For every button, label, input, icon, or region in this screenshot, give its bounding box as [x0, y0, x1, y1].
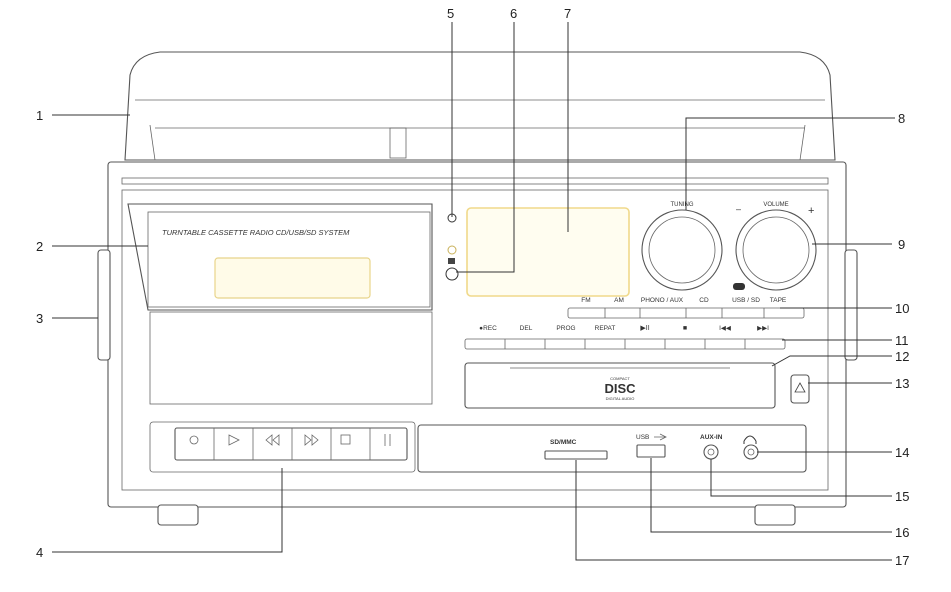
- aux-label: AUX-IN: [700, 434, 723, 441]
- callout-2: 2: [36, 239, 43, 254]
- callout-14: 14: [895, 445, 909, 460]
- fn-btn-del[interactable]: DEL: [520, 325, 533, 332]
- eject-icon[interactable]: [790, 374, 810, 404]
- source-buttons: FM AM PHONO / AUX CD USB / SD TAPE: [567, 297, 805, 319]
- cassette-window: [214, 257, 371, 299]
- volume-plus: +: [808, 205, 814, 217]
- fn-btn-next[interactable]: ▶▶I: [757, 325, 769, 332]
- callout-9: 9: [898, 237, 905, 252]
- fn-btn-stop[interactable]: ■: [683, 325, 687, 332]
- fn-btn-play-pause[interactable]: ▶II: [640, 325, 649, 332]
- sd-slot[interactable]: [544, 450, 608, 460]
- headphone-jack[interactable]: [445, 267, 459, 281]
- usb-symbol-icon: [654, 433, 667, 441]
- callout-8: 8: [898, 111, 905, 126]
- standby-led: [447, 245, 457, 255]
- tape-control-icons[interactable]: [149, 421, 416, 473]
- cd-logo-bottom: DIGITAL AUDIO: [606, 396, 635, 401]
- source-btn-cd[interactable]: CD: [699, 297, 709, 304]
- cd-logo-top: COMPACT: [610, 376, 630, 381]
- volume-minus: –: [736, 204, 741, 214]
- sd-slot-label: SD/MMC: [550, 439, 577, 446]
- headphone-output-jack[interactable]: [743, 444, 759, 460]
- display-window: [466, 207, 630, 297]
- callout-7: 7: [564, 6, 571, 21]
- headphone-icon: [743, 435, 757, 444]
- callout-12: 12: [895, 349, 909, 364]
- connector-panel: SD/MMC USB AUX-IN: [417, 424, 807, 473]
- volume-label: VOLUME: [763, 202, 788, 208]
- callout-11: 11: [895, 333, 909, 348]
- fn-btn-prog[interactable]: PROG: [556, 325, 575, 332]
- source-btn-am[interactable]: AM: [614, 297, 624, 304]
- fn-btn-rec[interactable]: ●REC: [479, 325, 497, 332]
- callout-4: 4: [36, 545, 43, 560]
- usb-label: USB: [636, 434, 649, 441]
- cassette-title: TURNTABLE CASSETTE RADIO CD/USB/SD SYSTE…: [162, 228, 350, 237]
- callout-numbers: 1 2 3 4 5 6 7 8 9 10 11 12 13 14 15 16 1…: [36, 6, 909, 568]
- remote-icon: [733, 283, 745, 290]
- callout-3: 3: [36, 311, 43, 326]
- source-btn-tape[interactable]: TAPE: [770, 297, 787, 304]
- leader-lines: [52, 22, 895, 561]
- fn-btn-repat[interactable]: REPAT: [595, 325, 616, 332]
- cd-drawer[interactable]: COMPACT DISC DIGITAL AUDIO: [464, 362, 776, 409]
- fn-btn-prev[interactable]: I◀◀: [719, 325, 732, 332]
- callout-10: 10: [895, 301, 909, 316]
- remote-sensor-icon: [448, 258, 455, 264]
- aux-jack[interactable]: [703, 444, 719, 460]
- source-btn-usb-sd[interactable]: USB / SD: [732, 297, 760, 304]
- volume-knob[interactable]: VOLUME – +: [735, 202, 817, 291]
- usb-port[interactable]: [636, 444, 666, 458]
- callout-16: 16: [895, 525, 909, 540]
- callout-1: 1: [36, 108, 43, 123]
- callout-13: 13: [895, 376, 909, 391]
- tuning-label: TUNING: [671, 202, 694, 208]
- callout-5: 5: [447, 6, 454, 21]
- cassette-deck: TURNTABLE CASSETTE RADIO CD/USB/SD SYSTE…: [127, 203, 433, 405]
- source-btn-fm[interactable]: FM: [581, 297, 590, 304]
- callout-6: 6: [510, 6, 517, 21]
- tuning-knob[interactable]: TUNING: [641, 202, 723, 291]
- turntable-lid: [124, 51, 836, 161]
- function-buttons: ●REC DEL PROG REPAT ▶II ■ I◀◀ ▶▶I: [464, 325, 786, 350]
- cd-logo-main: DISC: [604, 381, 636, 396]
- source-btn-phono-aux[interactable]: PHONO / AUX: [641, 297, 684, 304]
- callout-15: 15: [895, 489, 909, 504]
- callout-17: 17: [895, 553, 909, 568]
